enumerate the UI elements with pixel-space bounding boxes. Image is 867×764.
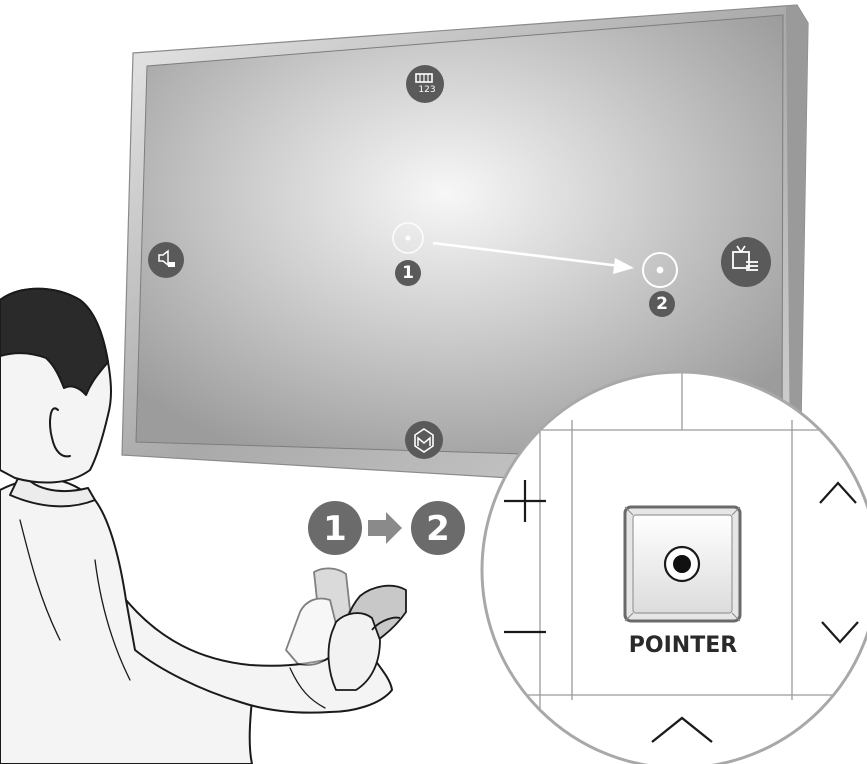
tv-menu-icon[interactable]	[721, 237, 771, 287]
number-pad-icon[interactable]: 123	[406, 65, 444, 103]
speaker-menu-icon[interactable]	[148, 242, 184, 278]
number-pad-icon-text: 123	[418, 85, 435, 95]
person-shirt	[0, 479, 252, 764]
motion-sequence: 1 2	[308, 501, 465, 555]
smart-hub-icon[interactable]	[405, 421, 443, 459]
pointer-end-label: 2	[656, 294, 668, 314]
pointer-button[interactable]	[625, 507, 740, 621]
pointer-button-label: POINTER	[629, 633, 737, 658]
sequence-arrow-icon	[368, 512, 402, 544]
sequence-step-one: 1	[323, 509, 347, 549]
sequence-step-two: 2	[426, 509, 450, 549]
pointer-start-label: 1	[402, 263, 414, 283]
pointer-button-icon	[665, 547, 699, 581]
